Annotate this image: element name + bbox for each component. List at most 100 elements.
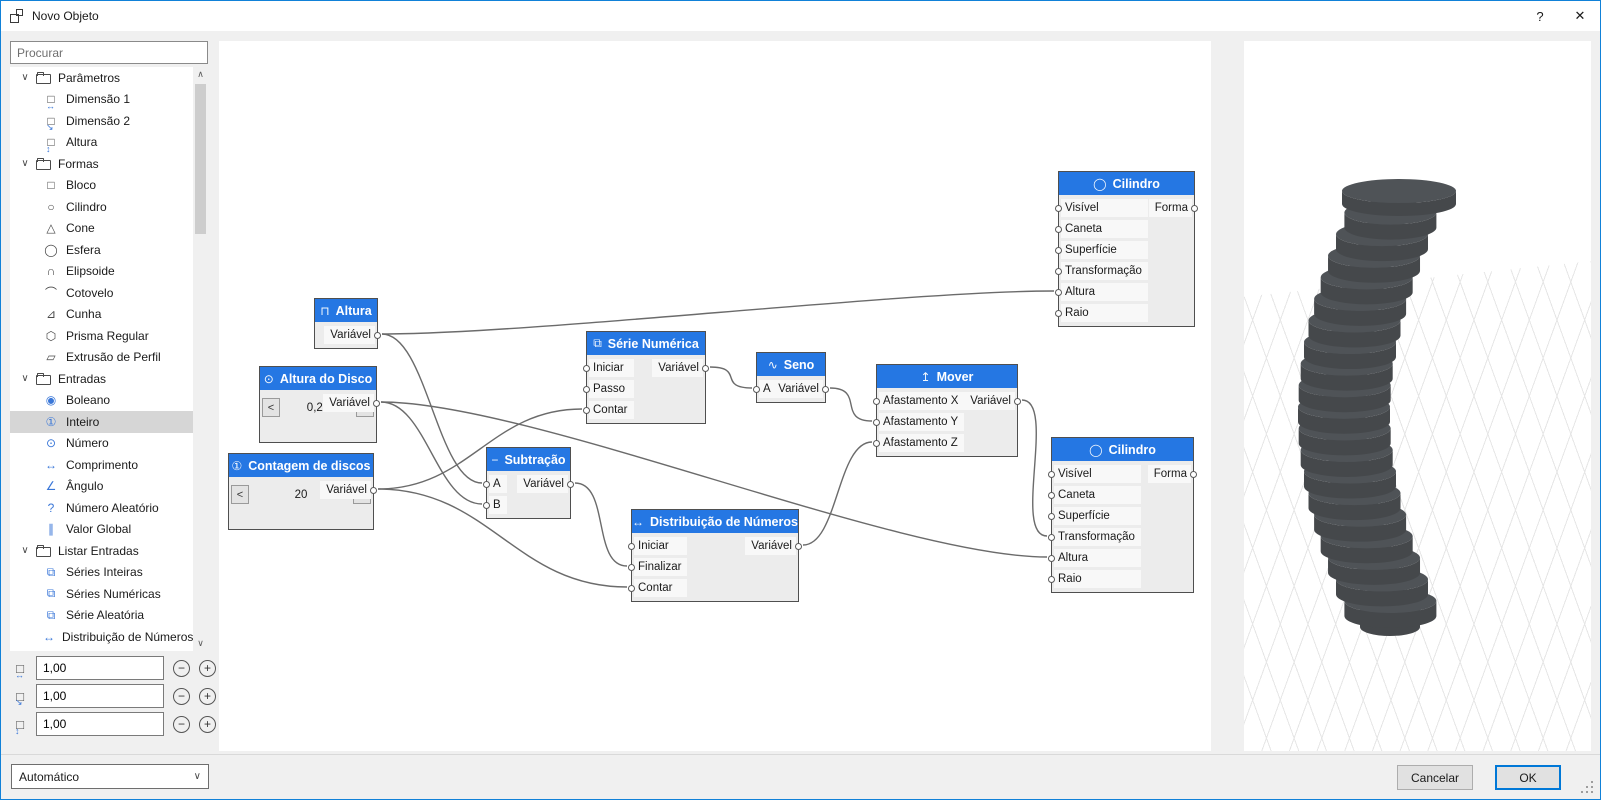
step-prev-button[interactable]: < <box>231 485 249 504</box>
chevron-expanded-icon[interactable]: ∨ <box>18 72 32 83</box>
node-header[interactable]: ⊙Altura do Disco <box>260 367 376 390</box>
tree-item-dimensao-2[interactable]: □↘Dimensão 2 <box>10 110 193 132</box>
input-port-visivel[interactable] <box>1048 471 1055 478</box>
chevron-expanded-icon[interactable]: ∨ <box>18 545 32 556</box>
input-port-a[interactable] <box>483 481 490 488</box>
node-distribuicao-de-numeros-dist[interactable]: ↔Distribuição de NúmerosIniciarFinalizar… <box>631 509 799 602</box>
input-port-a[interactable] <box>753 386 760 393</box>
input-port-superficie[interactable] <box>1048 513 1055 520</box>
node-seno-seno[interactable]: ∿SenoAVariável <box>756 352 826 403</box>
scroll-up-icon[interactable]: ∧ <box>193 67 208 82</box>
input-port-visivel[interactable] <box>1055 205 1062 212</box>
scrollbar-thumb[interactable] <box>195 84 206 234</box>
input-port-finalizar[interactable] <box>628 564 635 571</box>
mode-dropdown[interactable]: Automático ∨ <box>11 764 209 789</box>
input-port-b[interactable] <box>483 502 490 509</box>
tree-item-angulo[interactable]: ∠Ângulo <box>10 476 193 498</box>
output-port-forma[interactable] <box>1190 471 1197 478</box>
resize-grip[interactable] <box>1580 780 1593 793</box>
node-mover-mover[interactable]: ↥MoverAfastamento XAfastamento YAfastame… <box>876 364 1018 457</box>
node-header[interactable]: ◯Cilindro <box>1059 172 1194 195</box>
altura-decrement-button[interactable]: − <box>173 716 190 733</box>
tree-item-cunha[interactable]: ⊿Cunha <box>10 304 193 326</box>
input-port-caneta[interactable] <box>1048 492 1055 499</box>
node-header[interactable]: ⧉Série Numérica <box>587 332 705 355</box>
step-prev-button[interactable]: < <box>262 398 280 417</box>
input-port-contar[interactable] <box>628 585 635 592</box>
node-header[interactable]: ↔Distribuição de Números <box>632 510 798 533</box>
output-port-variavel[interactable] <box>1014 398 1021 405</box>
tree-item-numero[interactable]: ⊙Número <box>10 433 193 455</box>
input-port-transformacao[interactable] <box>1048 534 1055 541</box>
node-header[interactable]: ①Contagem de discos <box>229 454 373 477</box>
help-button[interactable]: ? <box>1520 1 1560 31</box>
dimensao-2-increment-button[interactable]: + <box>199 688 216 705</box>
altura-value-field[interactable] <box>36 712 164 736</box>
chevron-expanded-icon[interactable]: ∨ <box>18 373 32 384</box>
tree-folder-parametros[interactable]: ∨Parâmetros <box>10 67 193 89</box>
node-subtracao-subtracao[interactable]: −SubtraçãoABVariável <box>486 447 571 519</box>
input-port-passo[interactable] <box>583 386 590 393</box>
tree-item-prisma-regular[interactable]: ⬡Prisma Regular <box>10 325 193 347</box>
node-header[interactable]: ↥Mover <box>877 365 1017 388</box>
search-input[interactable] <box>10 41 208 64</box>
input-port-raio[interactable] <box>1048 576 1055 583</box>
node-cilindro-cilindro2[interactable]: ◯CilindroVisívelCanetaSuperfícieTransfor… <box>1051 437 1194 593</box>
tree-item-dimensao-1[interactable]: □↔Dimensão 1 <box>10 89 193 111</box>
tree-item-comprimento[interactable]: ↔Comprimento <box>10 454 193 476</box>
tree-item-bloco[interactable]: □Bloco <box>10 175 193 197</box>
tree-item-esfera[interactable]: ◯Esfera <box>10 239 193 261</box>
input-port-altura[interactable] <box>1048 555 1055 562</box>
output-port-variavel[interactable] <box>373 400 380 407</box>
dimensao-2-value-field[interactable] <box>36 684 164 708</box>
tree-item-extrusao-de-perfil[interactable]: ▱Extrusão de Perfil <box>10 347 193 369</box>
scroll-down-icon[interactable]: ∨ <box>193 636 208 651</box>
output-port-variavel[interactable] <box>822 386 829 393</box>
input-port-altura[interactable] <box>1055 289 1062 296</box>
cancel-button[interactable]: Cancelar <box>1397 765 1473 790</box>
dimensao-2-decrement-button[interactable]: − <box>173 688 190 705</box>
dimensao-1-increment-button[interactable]: + <box>199 660 216 677</box>
output-port-variavel[interactable] <box>567 481 574 488</box>
altura-increment-button[interactable]: + <box>199 716 216 733</box>
input-port-afastamento-z[interactable] <box>873 440 880 447</box>
tree-item-valor-global[interactable]: ∥Valor Global <box>10 519 193 541</box>
tree-item-cilindro[interactable]: ○Cilindro <box>10 196 193 218</box>
dimensao-1-decrement-button[interactable]: − <box>173 660 190 677</box>
tree-item-cotovelo[interactable]: ⌒Cotovelo <box>10 282 193 304</box>
tree-item-series-inteiras[interactable]: ⧉Séries Inteiras <box>10 562 193 584</box>
node-contagem-de-discos-contagem[interactable]: ①Contagem de discosVariável<20> <box>228 453 374 530</box>
tree-item-numero-aleatorio[interactable]: ?Número Aleatório <box>10 497 193 519</box>
dimensao-1-value-field[interactable] <box>36 656 164 680</box>
input-port-iniciar[interactable] <box>628 543 635 550</box>
chevron-expanded-icon[interactable]: ∨ <box>18 158 32 169</box>
node-serie-numerica-serie[interactable]: ⧉Série NuméricaIniciarPassoContarVariáve… <box>586 331 706 424</box>
input-port-transformacao[interactable] <box>1055 268 1062 275</box>
input-port-contar[interactable] <box>583 407 590 414</box>
tree-scrollbar[interactable]: ∧ ∨ <box>193 67 208 651</box>
close-button[interactable]: ✕ <box>1560 1 1600 31</box>
tree-item-distribuicao-de-numeros[interactable]: ↔Distribuição de Números <box>10 626 193 648</box>
node-cilindro-cilindro1[interactable]: ◯CilindroVisívelCanetaSuperfícieTransfor… <box>1058 171 1195 327</box>
node-graph-canvas[interactable]: ⊓AlturaVariável ⊙Altura do DiscoVariável<… <box>219 41 1211 751</box>
node-altura-altura[interactable]: ⊓AlturaVariável <box>314 298 378 349</box>
preview-3d-viewport[interactable] <box>1244 41 1591 751</box>
tree-item-series-numericas[interactable]: ⧉Séries Numéricas <box>10 583 193 605</box>
output-port-variavel[interactable] <box>374 332 381 339</box>
tree-folder-entradas[interactable]: ∨Entradas <box>10 368 193 390</box>
input-port-afastamento-y[interactable] <box>873 419 880 426</box>
input-port-caneta[interactable] <box>1055 226 1062 233</box>
tree-item-altura[interactable]: □↕Altura <box>10 132 193 154</box>
input-port-raio[interactable] <box>1055 310 1062 317</box>
output-port-variavel[interactable] <box>370 487 377 494</box>
input-port-afastamento-x[interactable] <box>873 398 880 405</box>
node-header[interactable]: ⊓Altura <box>315 299 377 322</box>
ok-button[interactable]: OK <box>1495 765 1561 790</box>
node-header[interactable]: ∿Seno <box>757 353 825 376</box>
input-port-iniciar[interactable] <box>583 365 590 372</box>
node-header[interactable]: −Subtração <box>487 448 570 471</box>
tree-item-boleano[interactable]: ◉Boleano <box>10 390 193 412</box>
tree-item-inteiro[interactable]: ①Inteiro <box>10 411 193 433</box>
node-header[interactable]: ◯Cilindro <box>1052 438 1193 461</box>
node-altura-do-disco-disco[interactable]: ⊙Altura do DiscoVariável<0,20> <box>259 366 377 443</box>
